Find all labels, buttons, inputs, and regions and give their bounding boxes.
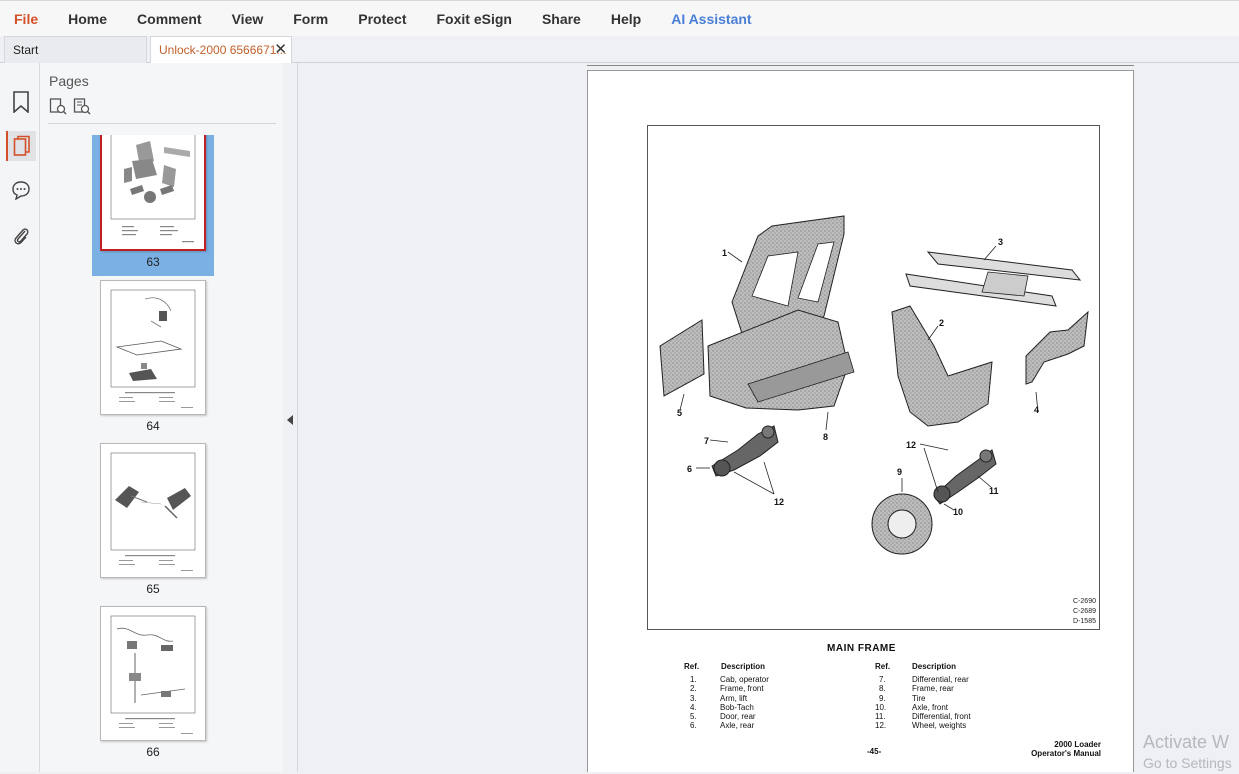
part-label-9: 9 [897, 467, 902, 477]
part-label-10: 10 [953, 507, 963, 517]
list-item: 10.Axle, front [875, 702, 949, 712]
previous-page-edge [587, 65, 1134, 66]
bookmark-icon [13, 91, 29, 113]
page-thumbnail-image [100, 606, 206, 741]
figure-code: C-2690 [1073, 598, 1096, 605]
thumbnail-drawing [110, 289, 196, 408]
tab-document-label: Unlock-2000 6566671... [159, 43, 287, 57]
pdf-page: 1 2 3 4 5 6 7 8 9 10 11 12 12 C-2690 C-2… [587, 70, 1134, 772]
comment-icon [12, 181, 30, 200]
attachments-button[interactable] [6, 221, 36, 251]
list-item: 4.Bob-Tach [690, 702, 754, 712]
list-item: 8.Frame, rear [879, 684, 954, 694]
main-frame-diagram: 1 2 3 4 5 6 7 8 9 10 11 12 12 [659, 215, 1089, 555]
menu-help[interactable]: Help [610, 10, 642, 27]
document-view[interactable]: 1 2 3 4 5 6 7 8 9 10 11 12 12 C-2690 C-2… [298, 63, 1239, 772]
thumbnail-label: 65 [146, 582, 160, 596]
parts-list-right: Ref. Description 7.Differential, rear 8.… [875, 662, 971, 731]
panel-title: Pages [49, 73, 89, 89]
thumbnail-page-63[interactable]: 63 [92, 135, 214, 276]
thumbnail-list: 63 64 [40, 135, 283, 772]
list-item: 3.Arm, lift [690, 693, 748, 703]
watermark-line1: Activate W [1143, 732, 1230, 752]
menu-view[interactable]: View [231, 10, 264, 27]
thumbnail-label: 66 [146, 745, 160, 759]
list-item: 12.Wheel, weights [875, 721, 967, 731]
panel-divider [48, 123, 276, 124]
part-label-4: 4 [1034, 405, 1039, 415]
thumbnail-page-64[interactable]: 64 [92, 280, 214, 433]
tab-document[interactable]: Unlock-2000 6566671... ✕ [150, 36, 292, 63]
manual-title-line1: 2000 Loader [1054, 740, 1101, 749]
part-label-6: 6 [687, 464, 692, 474]
tab-bar: Start Unlock-2000 6566671... ✕ [0, 36, 1239, 63]
figure-caption: MAIN FRAME [827, 643, 896, 654]
parts-list-header: Ref. Description [684, 662, 769, 671]
page-number: -45- [867, 747, 882, 756]
bookmarks-button[interactable] [6, 87, 36, 117]
watermark-line2: Go to Settings [1143, 755, 1232, 771]
figure-code: C-2689 [1073, 608, 1096, 615]
exploded-view-figure: 1 2 3 4 5 6 7 8 9 10 11 12 12 C-2690 C-2… [647, 125, 1100, 630]
list-item: 5.Door, rear [690, 712, 756, 722]
close-tab-icon[interactable]: ✕ [274, 41, 287, 58]
ref-header: Ref. [875, 662, 891, 671]
insert-page-icon[interactable] [49, 97, 67, 115]
page-thumbnail-image [100, 135, 206, 251]
menu-share[interactable]: Share [541, 10, 581, 27]
page-thumbnail-image [100, 280, 206, 415]
menu-home[interactable]: Home [68, 10, 108, 27]
page-thumbnail-image [100, 443, 206, 578]
menu-comment[interactable]: Comment [137, 10, 202, 27]
thumbnail-drawing [110, 615, 196, 734]
menu-ai-assistant[interactable]: AI Assistant [671, 10, 752, 27]
list-item: 6.Axle, rear [690, 721, 755, 731]
pages-panel: Pages 63 [40, 63, 323, 772]
tab-start-label: Start [13, 43, 39, 57]
page-options-icon[interactable] [73, 97, 91, 115]
menu-protect[interactable]: Protect [358, 10, 407, 27]
thumbnail-page-65[interactable]: 65 [92, 443, 214, 596]
collapse-arrow-icon [287, 415, 293, 425]
thumbnail-page-66[interactable]: 66 [92, 606, 214, 759]
parts-list-left: Ref. Description 1.Cab, operator 2.Frame… [684, 662, 769, 731]
manual-title: 2000 Loader Operator's Manual [1031, 740, 1101, 758]
side-rail [0, 63, 40, 772]
manual-title-line2: Operator's Manual [1031, 749, 1101, 758]
list-item: 7.Differential, rear [879, 675, 969, 684]
paperclip-icon [14, 228, 29, 245]
part-label-3: 3 [998, 237, 1003, 247]
list-item: 11.Differential, front [875, 712, 971, 722]
part-label-12a: 12 [774, 497, 784, 507]
part-label-2: 2 [939, 318, 944, 328]
list-item: 1.Cab, operator [690, 675, 769, 684]
list-item: 2.Frame, front [690, 684, 764, 694]
menu-form[interactable]: Form [293, 10, 329, 27]
part-label-5: 5 [677, 408, 682, 418]
description-header: Description [912, 662, 957, 671]
thumbnail-drawing [110, 452, 196, 571]
menu-file[interactable]: File [14, 10, 39, 27]
menu-foxit-esign[interactable]: Foxit eSign [436, 10, 512, 27]
figure-code: D-1585 [1073, 618, 1096, 625]
comments-button[interactable] [6, 175, 36, 205]
part-label-12b: 12 [906, 440, 916, 450]
list-item: 9.Tire [879, 693, 926, 703]
part-label-7: 7 [704, 436, 709, 446]
pages-button[interactable] [6, 131, 36, 161]
menu-bar: File Home Comment View Form Protect Foxi… [0, 0, 1239, 36]
parts-list-header: Ref. Description [875, 662, 971, 671]
part-label-11: 11 [989, 486, 999, 496]
tab-start[interactable]: Start [4, 36, 147, 63]
ref-header: Ref. [684, 662, 700, 671]
description-header: Description [721, 662, 766, 671]
thumbnail-drawing [110, 135, 196, 243]
part-label-1: 1 [722, 248, 727, 258]
panel-collapse-handle[interactable] [284, 63, 298, 772]
part-label-8: 8 [823, 432, 828, 442]
thumbnail-label: 63 [146, 255, 160, 269]
thumbnail-label: 64 [146, 419, 160, 433]
activation-watermark: Activate W Go to Settings [1143, 732, 1232, 774]
pages-icon [13, 135, 30, 156]
